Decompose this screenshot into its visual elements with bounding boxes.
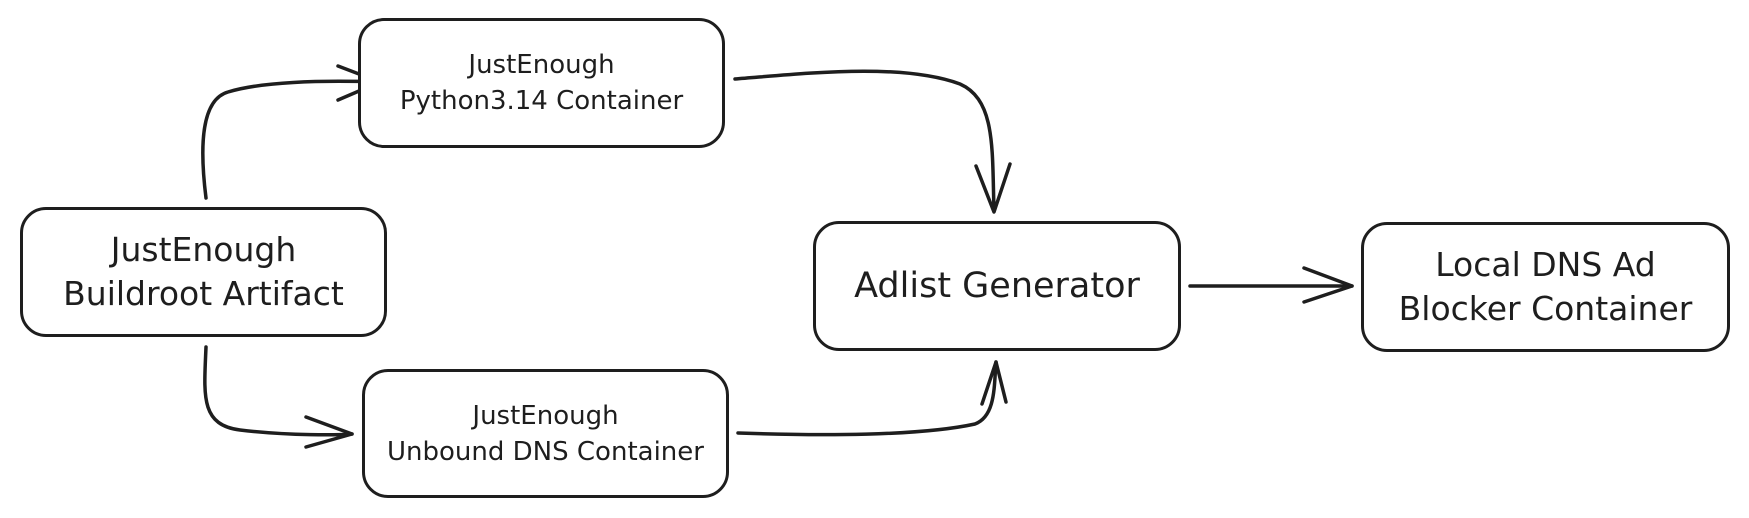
node-buildroot-line-2: Buildroot Artifact — [63, 274, 344, 313]
node-unbound-dns-container: JustEnough Unbound DNS Container — [362, 369, 729, 498]
edge-unbound-to-adlist — [736, 360, 998, 437]
node-adlist-generator: Adlist Generator — [813, 221, 1181, 351]
node-local-dns-line-1: Local DNS Ad — [1435, 245, 1656, 284]
node-adlist-line-1: Adlist Generator — [854, 266, 1140, 306]
edge-buildroot-to-unbound-arrowhead — [304, 415, 354, 449]
node-local-dns-line-2: Blocker Container — [1398, 289, 1693, 328]
edge-unbound-to-adlist-arrowhead — [980, 360, 1008, 406]
edge-buildroot-to-python — [201, 79, 380, 200]
node-local-dns-ad-blocker: Local DNS Ad Blocker Container — [1361, 222, 1730, 352]
node-python-container: JustEnough Python3.14 Container — [358, 18, 725, 148]
node-unbound-line-1: JustEnough — [472, 400, 619, 431]
edge-buildroot-to-unbound — [203, 345, 354, 437]
edge-python-to-adlist-arrowhead — [974, 162, 1012, 214]
edge-python-to-adlist — [733, 69, 996, 212]
node-python-line-2: Python3.14 Container — [399, 86, 684, 116]
edge-adlist-to-local-dns-arrowhead — [1302, 266, 1354, 304]
node-python-line-1: JustEnough — [468, 50, 615, 80]
node-buildroot-artifact: JustEnough Buildroot Artifact — [20, 207, 387, 337]
node-unbound-line-2: Unbound DNS Container — [387, 436, 704, 467]
node-buildroot-line-1: JustEnough — [110, 230, 297, 269]
